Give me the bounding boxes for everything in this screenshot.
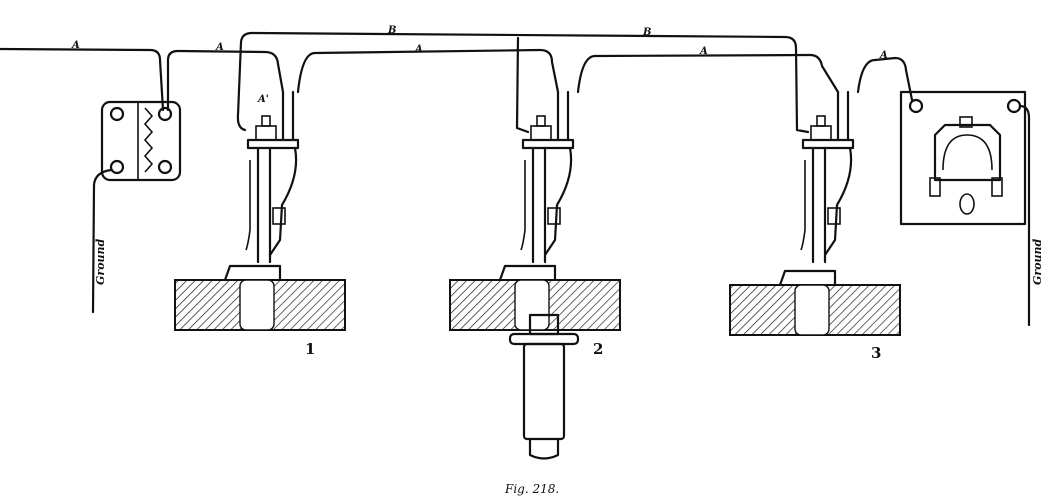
wire-label-a: A (71, 40, 80, 51)
wire-label-a: A (215, 42, 224, 53)
wire-label-a: A (879, 50, 888, 61)
figure-caption: Fig. 218. (504, 482, 559, 496)
spring-jack-3 (729, 90, 901, 336)
wire-label-a: A (699, 46, 708, 57)
jack-number-1: 1 (305, 340, 315, 358)
coil-box (91, 100, 182, 314)
wire-label-b: B (387, 25, 396, 36)
wire-label-a: A (414, 44, 423, 55)
jack-number-2: 2 (593, 340, 603, 358)
spring-jack-1 (174, 90, 346, 331)
plug (508, 313, 580, 460)
ground-label-left: Ground (94, 238, 107, 285)
line-wire-b (236, 31, 810, 134)
drop-indicator-box (899, 90, 1031, 327)
wire-label-a-prime: A' (257, 94, 269, 105)
wire-label-b: B (642, 27, 651, 38)
spring-jack-2 (449, 90, 621, 331)
jack-number-3: 3 (871, 344, 881, 362)
line-wire-a (0, 47, 914, 112)
ground-label-right: Ground (1031, 238, 1044, 285)
